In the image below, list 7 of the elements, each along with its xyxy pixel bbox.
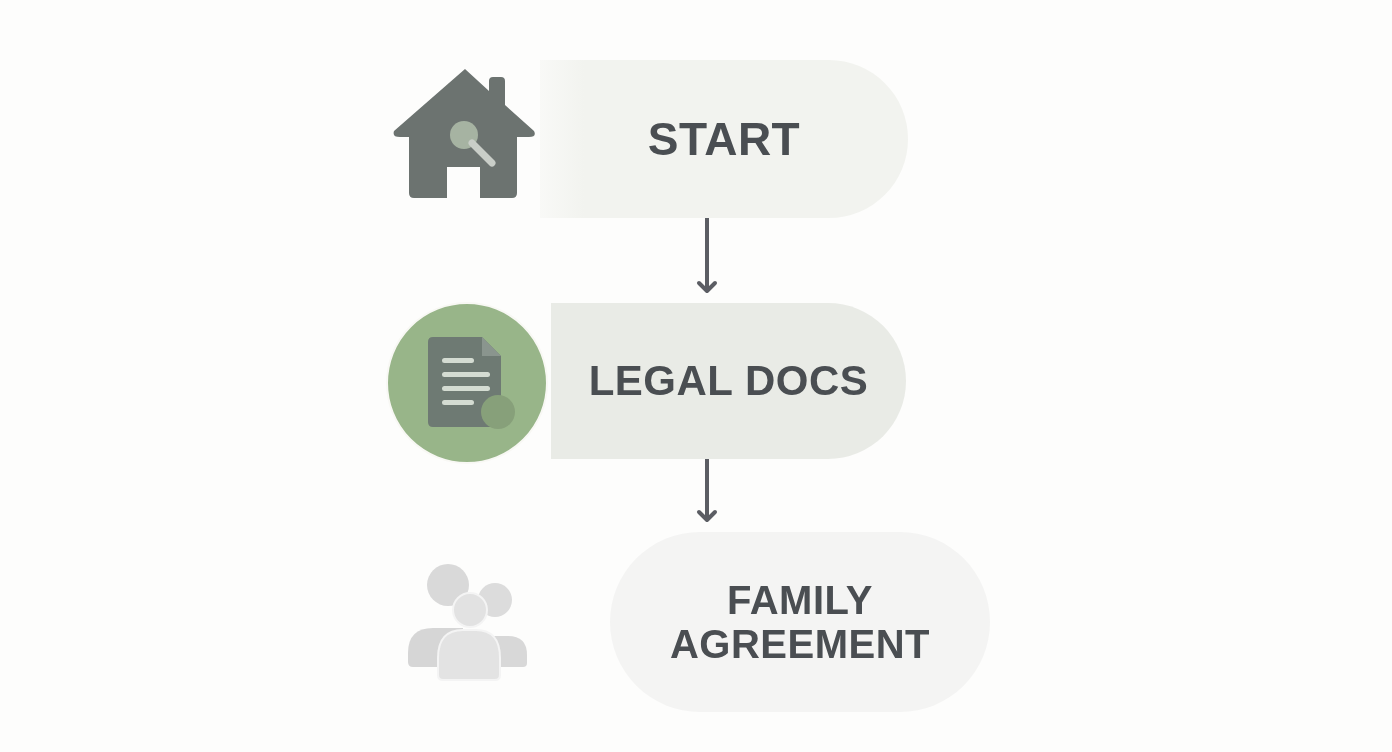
arrow [697, 459, 717, 522]
step-pill [540, 60, 908, 218]
step-label: FAMILY AGREEMENT [668, 578, 932, 666]
step-label: LEGAL DOCS [588, 357, 869, 405]
step-pill [551, 303, 906, 459]
arrow [697, 218, 717, 293]
step-label: START [647, 113, 801, 165]
